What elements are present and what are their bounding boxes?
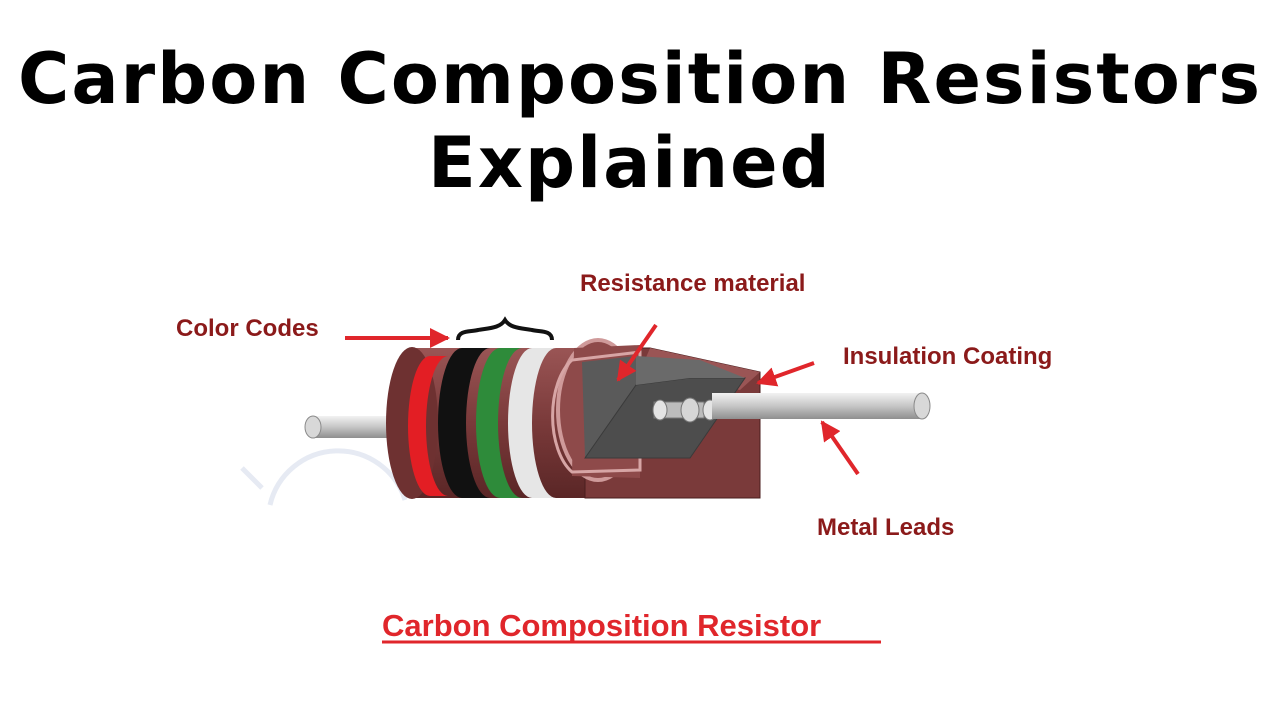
lead-connector: [652, 397, 718, 423]
color-band-white: [508, 348, 556, 498]
arrow-icon: [616, 323, 658, 382]
arrow-icon: [756, 361, 815, 387]
label-resistance-material: Resistance material: [580, 270, 805, 297]
label-color-codes: Color Codes: [176, 315, 319, 342]
right-metal-lead: [712, 392, 931, 420]
color-band-black: [438, 348, 490, 498]
page-subtitle: Explained: [428, 122, 832, 204]
page-title: Carbon Composition Resistors: [18, 38, 1262, 120]
diagram-caption: Carbon Composition Resistor: [382, 608, 821, 643]
color-band-red: [408, 356, 448, 496]
brace-icon: [456, 316, 554, 341]
callout-arrows: [345, 323, 860, 476]
left-metal-lead: [304, 415, 402, 439]
label-insulation-coating: Insulation Coating: [843, 343, 1052, 370]
color-band-green: [476, 348, 522, 498]
label-metal-leads: Metal Leads: [817, 514, 954, 541]
color-bands: [408, 348, 556, 498]
arrow-icon: [820, 420, 860, 476]
